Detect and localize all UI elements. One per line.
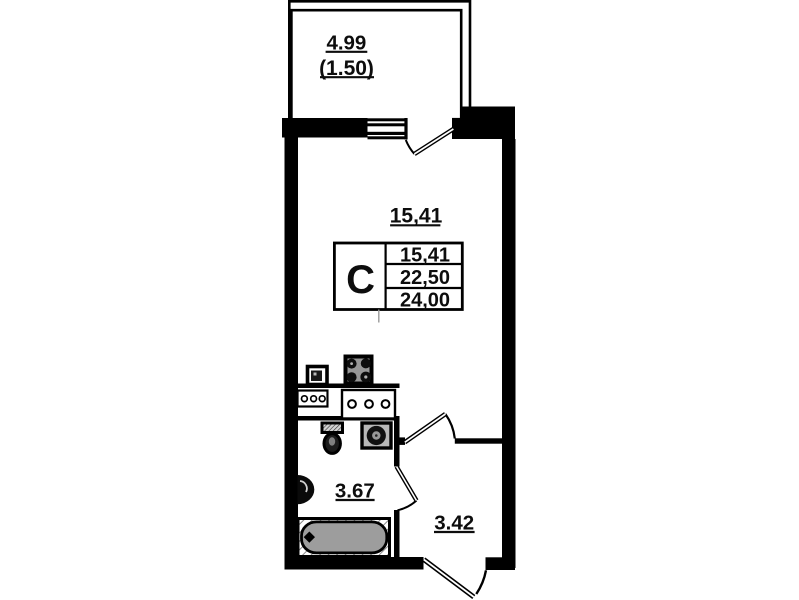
svg-text:22,50: 22,50 [400,267,450,289]
svg-text:3.42: 3.42 [434,512,474,535]
svg-text:3.67: 3.67 [335,480,375,503]
svg-text:15,41: 15,41 [400,245,450,267]
svg-text:24,00: 24,00 [400,290,450,312]
svg-text:(1.50): (1.50) [319,57,374,80]
svg-text:4.99: 4.99 [326,31,366,54]
svg-text:С: С [346,258,375,302]
svg-text:15,41: 15,41 [390,205,443,228]
